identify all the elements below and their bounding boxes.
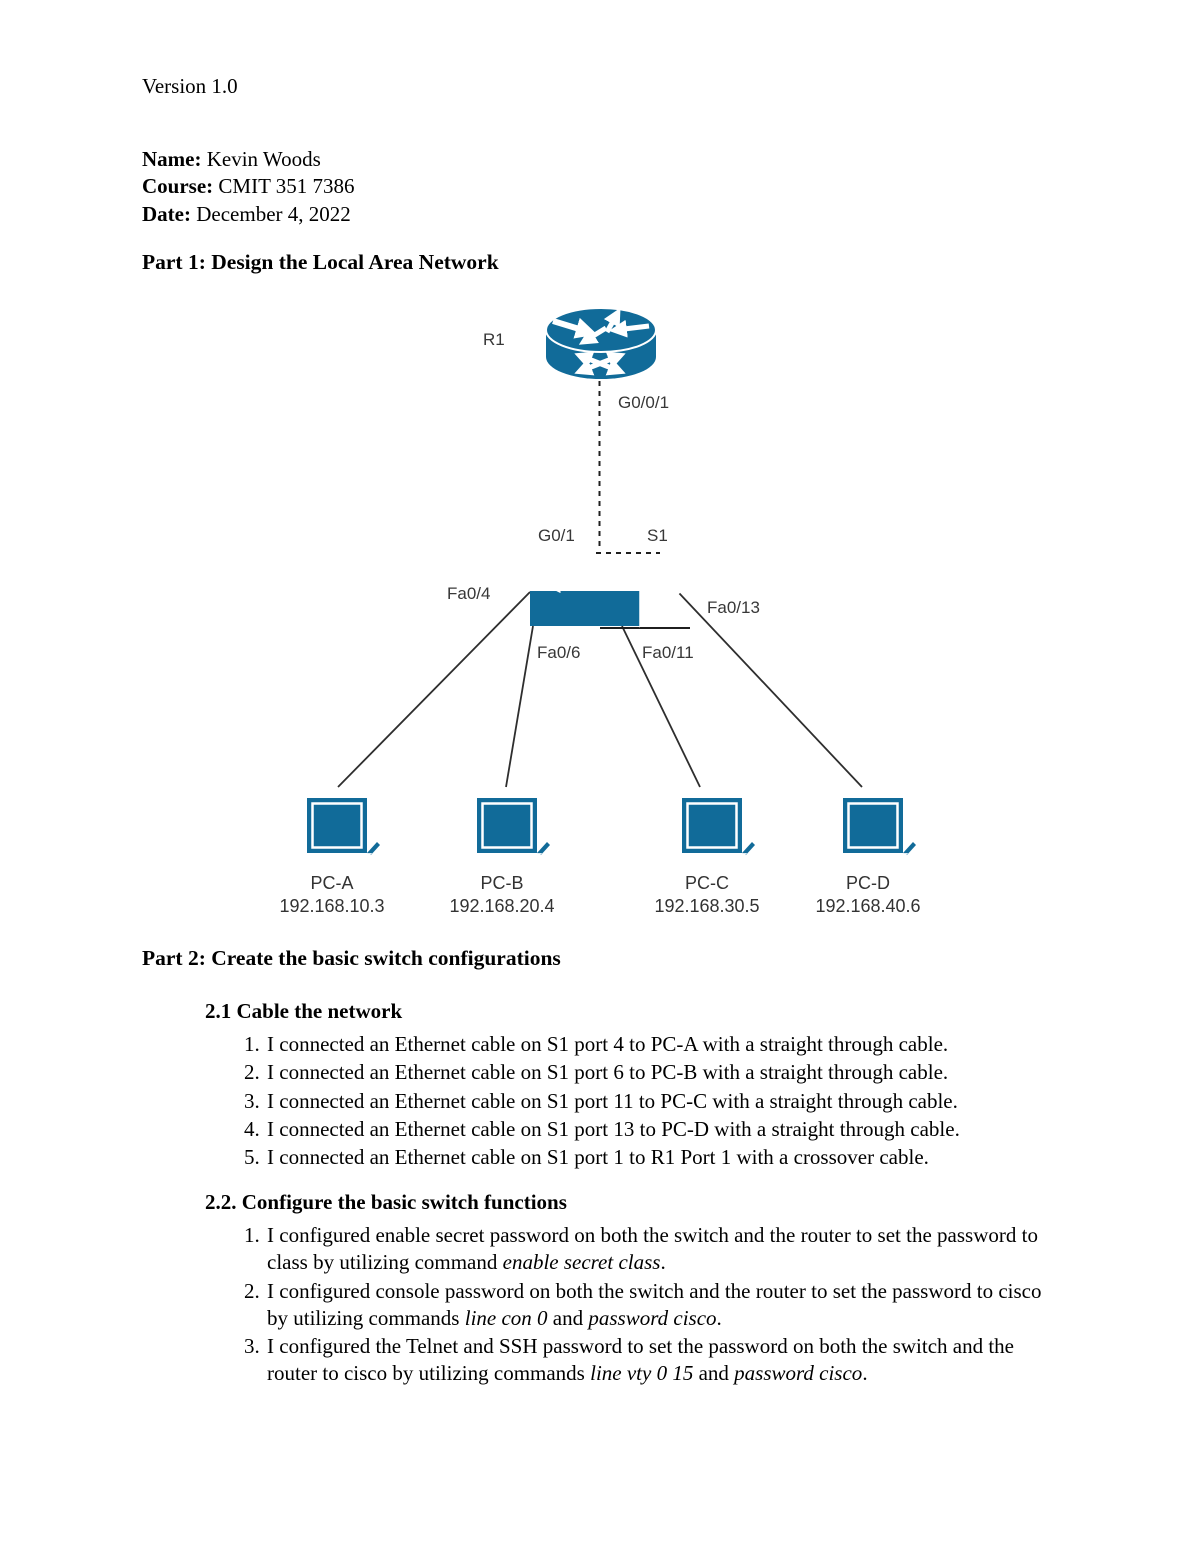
pc-c-icon: [659, 788, 757, 877]
meta-course-line: Course: CMIT 351 7386: [142, 173, 355, 200]
config-step-1-end: .: [660, 1250, 666, 1275]
pc-c-name-label: PC-C: [685, 873, 729, 893]
cable-step-1: I connected an Ethernet cable on S1 port…: [265, 1031, 1065, 1058]
config-steps-list: I configured enable secret password on b…: [205, 1222, 1065, 1388]
pc-b-name-label: PC-B: [480, 873, 523, 893]
router-interface-label: G0/0/1: [618, 393, 669, 412]
config-step-2: I configured console password on both th…: [265, 1278, 1065, 1333]
cable-line-pc-c: [621, 625, 701, 788]
meta-course-value: CMIT 351 7386: [218, 174, 355, 199]
cable-steps-list: I connected an Ethernet cable on S1 port…: [205, 1031, 1065, 1171]
config-step-2-mid: and: [547, 1305, 589, 1330]
cable-step-2: I connected an Ethernet cable on S1 port…: [265, 1059, 1065, 1086]
section-2-1-heading: 2.1 Cable the network: [205, 999, 403, 1023]
config-step-2-command-1: line con 0: [464, 1305, 548, 1330]
router-icon: [545, 307, 657, 379]
config-step-3-command-2: password cisco: [734, 1361, 863, 1386]
cable-step-3: I connected an Ethernet cable on S1 port…: [265, 1088, 1065, 1115]
pc-b-ip-label: 192.168.20.4: [449, 896, 554, 916]
switch-uplink-port-label: G0/1: [538, 526, 575, 545]
port-label-fa0-6: Fa0/6: [537, 643, 580, 662]
part1-heading: Part 1: Design the Local Area Network: [142, 250, 499, 274]
meta-name-label: Name:: [142, 147, 202, 171]
switch-icon: [527, 555, 683, 628]
meta-name-line: Name: Kevin Woods: [142, 146, 355, 173]
meta-date-value: December 4, 2022: [196, 201, 351, 226]
cable-line-pc-a: [337, 591, 531, 788]
config-step-2-command-2: password cisco: [588, 1305, 717, 1330]
pc-d-name-label: PC-D: [846, 873, 890, 893]
meta-date-label: Date:: [142, 201, 191, 226]
config-step-3-command-1: line vty 0 15: [590, 1361, 694, 1386]
router-name-label: R1: [483, 330, 505, 349]
config-step-2-text: I configured console password on both th…: [267, 1278, 1042, 1330]
port-label-fa0-4: Fa0/4: [447, 584, 490, 603]
config-step-3-mid: and: [693, 1361, 735, 1386]
config-step-3-end: .: [862, 1361, 868, 1386]
section-2-2: 2.2. Configure the basic switch function…: [205, 1190, 1085, 1388]
pc-d-icon: [820, 788, 918, 877]
config-step-3-text: I configured the Telnet and SSH password…: [267, 1334, 1015, 1386]
part2-heading: Part 2: Create the basic switch configur…: [142, 946, 561, 970]
pc-b-icon: [454, 788, 552, 877]
meta-course-label: Course:: [142, 174, 214, 199]
pc-a-icon: [284, 788, 382, 877]
config-step-1-text: I configured enable secret password on b…: [267, 1223, 1038, 1275]
section-2-2-heading: 2.2. Configure the basic switch function…: [205, 1190, 567, 1214]
section-2-1: 2.1 Cable the network I connected an Eth…: [205, 999, 1085, 1171]
switch-name-label: S1: [647, 526, 668, 545]
config-step-1-command: enable secret class: [502, 1250, 661, 1275]
cable-line-pc-b: [505, 625, 534, 788]
cable-line-pc-d: [678, 592, 863, 788]
meta-block: Name: Kevin Woods Course: CMIT 351 7386 …: [142, 146, 355, 228]
network-topology-diagram: R1 G0/0/1 G0/1 S1 Fa0/4 Fa0/13 Fa0/6 Fa0…: [279, 307, 921, 916]
meta-name-value: Kevin Woods: [206, 147, 321, 171]
config-step-2-end: .: [716, 1305, 722, 1330]
version-text: Version 1.0: [142, 74, 238, 98]
pc-a-ip-label: 192.168.10.3: [279, 896, 384, 916]
pc-a-name-label: PC-A: [310, 873, 353, 893]
config-step-1: I configured enable secret password on b…: [265, 1222, 1065, 1277]
pc-c-ip-label: 192.168.30.5: [654, 896, 759, 916]
port-label-fa0-13: Fa0/13: [707, 598, 760, 617]
meta-date-line: Date: December 4, 2022: [142, 201, 355, 228]
port-label-fa0-11: Fa0/11: [642, 643, 694, 662]
pc-d-ip-label: 192.168.40.6: [815, 896, 920, 916]
cable-step-4: I connected an Ethernet cable on S1 port…: [265, 1116, 1065, 1143]
cable-step-5: I connected an Ethernet cable on S1 port…: [265, 1144, 1065, 1171]
config-step-3: I configured the Telnet and SSH password…: [265, 1333, 1065, 1388]
